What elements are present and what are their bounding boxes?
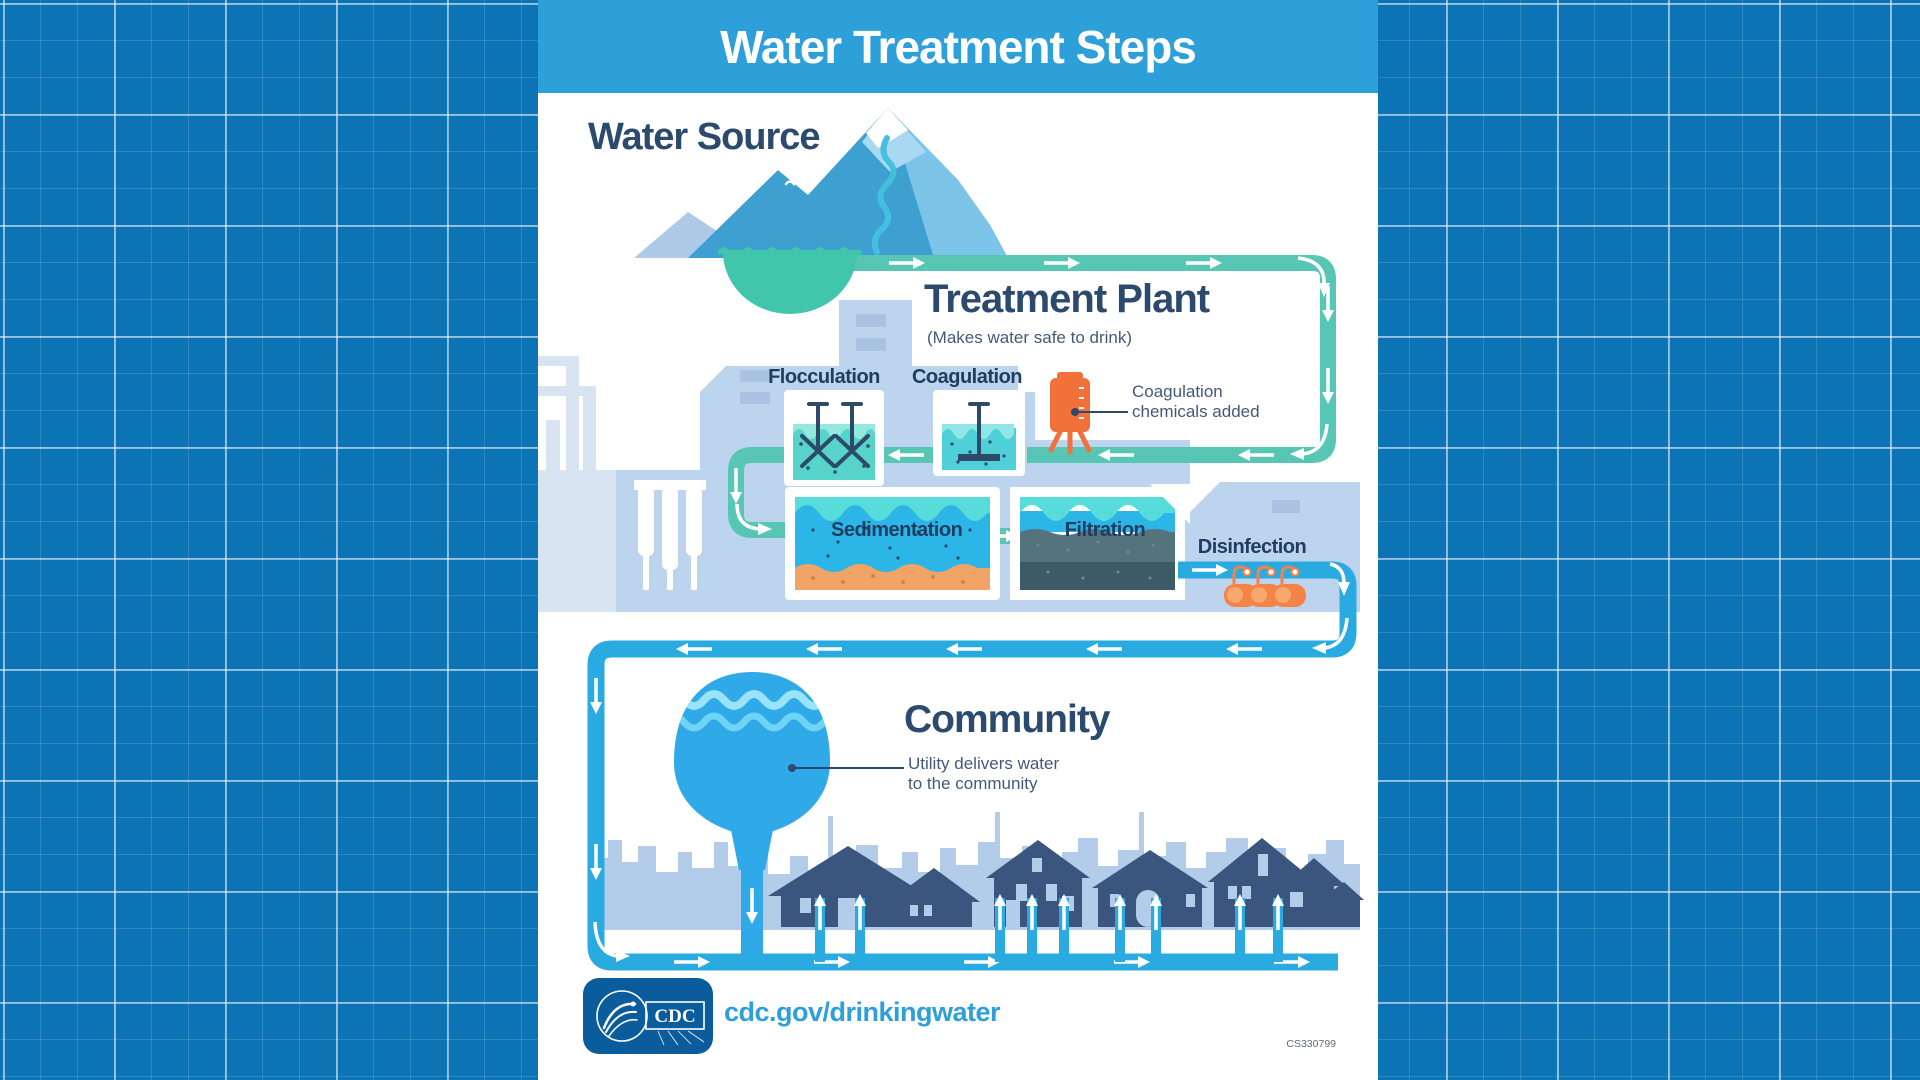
poster-artwork: CDC <box>538 108 1364 1054</box>
treatment-plant-heading: Treatment Plant <box>924 277 1210 321</box>
building-window <box>740 392 770 404</box>
step-label-disinfection: Disinfection <box>1197 536 1307 558</box>
distribution-pipe <box>587 561 1357 971</box>
step-label-coagulation: Coagulation <box>911 366 1023 388</box>
callout-dot <box>1071 408 1079 416</box>
hhs-seal-icon <box>596 990 648 1042</box>
community-callout-note: Utility delivers water to the community <box>908 754 1060 793</box>
mountain-icon <box>634 108 1008 258</box>
service-pipe-risers <box>812 892 1286 962</box>
chlorine-tanks-icon <box>1224 565 1306 607</box>
building-window <box>856 338 886 351</box>
treatment-plant-subheading: (Makes water safe to drink) <box>927 328 1133 347</box>
plant-machinery-pipes <box>634 480 706 590</box>
building-window <box>1272 500 1300 513</box>
house-windows <box>800 854 1303 927</box>
cdc-hhs-logo: CDC <box>583 978 713 1054</box>
poster-header-banner: Water Treatment Steps <box>538 0 1378 93</box>
water-source-bowl-icon <box>718 247 862 314</box>
plant-chimney-pipes <box>538 356 616 612</box>
document-id: CS330799 <box>1286 1038 1336 1050</box>
mixer-paddles-icon <box>800 402 990 468</box>
building-window <box>856 314 886 327</box>
mixer-paddle-bar <box>958 454 1000 461</box>
sedimentation-tank <box>785 487 1000 600</box>
chemicals-callout-note: Coagulation chemicals added <box>1132 382 1260 421</box>
building-window <box>740 370 770 382</box>
step-label-filtration: Filtration <box>1064 519 1146 541</box>
poster-title: Water Treatment Steps <box>720 20 1197 73</box>
chemical-container-icon <box>1048 372 1128 455</box>
water-source-heading: Water Source <box>588 116 821 158</box>
step-label-sedimentation: Sedimentation <box>831 519 963 541</box>
community-heading: Community <box>904 698 1110 741</box>
water-treatment-poster: Water Treatment Steps <box>538 0 1378 1080</box>
callout-dot <box>788 764 796 772</box>
step-label-flocculation: Flocculation <box>768 366 880 388</box>
cdc-logo-text: CDC <box>654 1006 695 1027</box>
cdc-url-text: cdc.gov/drinkingwater <box>724 997 1001 1027</box>
filtration-tank <box>1010 484 1190 600</box>
source-pipe <box>728 255 1336 544</box>
